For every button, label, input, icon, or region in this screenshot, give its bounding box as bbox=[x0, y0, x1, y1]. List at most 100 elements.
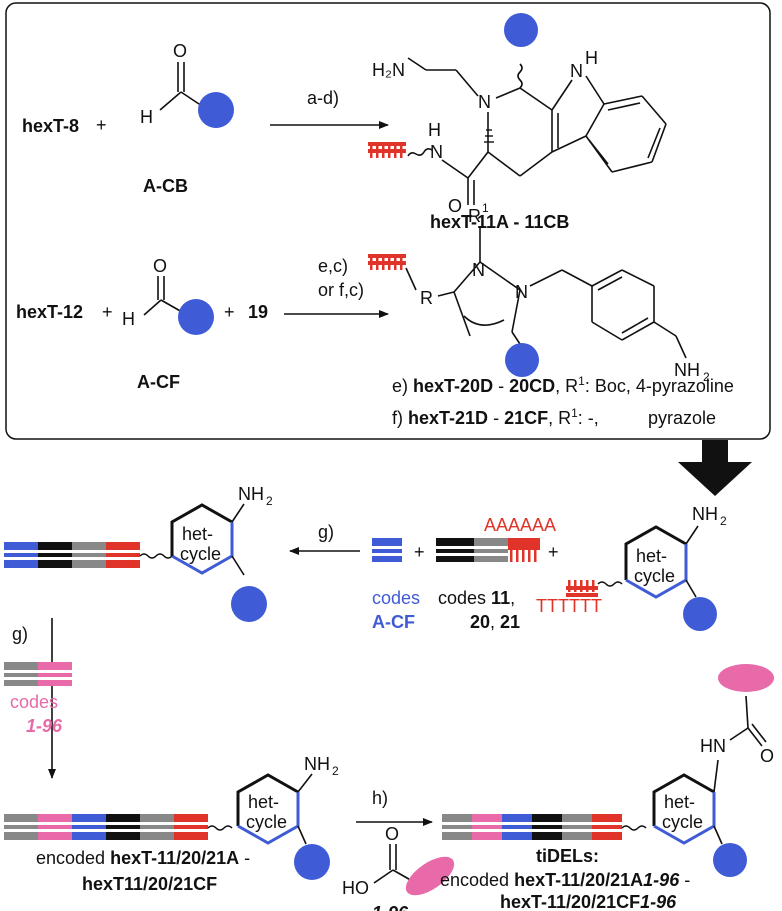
code-black-gray-red bbox=[436, 538, 540, 562]
reagent-19: 19 bbox=[248, 302, 268, 322]
circle-bond-right bbox=[685, 579, 697, 598]
step-h: h) bbox=[372, 788, 388, 808]
conditions-e-c: e,c) bbox=[318, 256, 348, 276]
aldehyde-h-1: H bbox=[140, 107, 153, 127]
acid-pink-ellipse bbox=[405, 856, 455, 896]
building-block-circle-a-cb bbox=[198, 92, 234, 128]
acid-o: O bbox=[385, 824, 399, 844]
conditions-a-d: a-d) bbox=[307, 88, 339, 108]
circle-bond-left bbox=[231, 555, 245, 576]
pyrazole-n2: N bbox=[515, 282, 528, 302]
hetcycle-left bbox=[170, 503, 234, 575]
caption-left-line2: hexT11/20/21CF bbox=[82, 874, 217, 894]
aldehyde-o-2: O bbox=[153, 256, 167, 276]
cycle-left: cycle bbox=[180, 544, 221, 564]
code-gray-pink bbox=[4, 662, 72, 686]
dna-duplex-bottom-left bbox=[4, 814, 208, 840]
aldehyde-h-2: H bbox=[122, 309, 135, 329]
building-block-circle-final bbox=[713, 843, 747, 877]
hexT-12-label: hexT-12 bbox=[16, 302, 83, 322]
stereo-hash-bond bbox=[484, 129, 494, 143]
het-left: het- bbox=[182, 524, 213, 544]
nh2-bond-right bbox=[685, 525, 699, 545]
building-block-circle-bottom-left bbox=[294, 844, 330, 880]
pyrazole-nh2-sub: 2 bbox=[703, 370, 710, 384]
indole-h: H bbox=[585, 48, 598, 68]
pyrazole-r1: R bbox=[468, 206, 481, 226]
note-e: e) hexT-20D - 20CD, R1: Boc, 4-pyrazolin… bbox=[392, 374, 734, 396]
het-right: het- bbox=[636, 546, 667, 566]
indole-n: N bbox=[570, 61, 583, 81]
acid-label: 1-96 bbox=[372, 903, 409, 911]
circle-bond-final bbox=[713, 825, 723, 845]
final-pink-ellipse bbox=[718, 664, 774, 692]
dna-tag-red-1 bbox=[368, 142, 406, 158]
hn-bond-final bbox=[713, 759, 719, 793]
carboxylic-acid-structure bbox=[373, 844, 415, 884]
caption-right-line2: hexT-11/20/21CF1-96 bbox=[500, 892, 677, 911]
plus-mid-2: + bbox=[548, 542, 559, 562]
big-down-arrow bbox=[678, 440, 752, 496]
dna-tag-red-2 bbox=[368, 254, 406, 270]
hexT-8-label: hexT-8 bbox=[22, 116, 79, 136]
o-final: O bbox=[760, 746, 774, 766]
pyrazole-n1: N bbox=[472, 260, 485, 280]
plus-sign: + bbox=[96, 115, 107, 135]
amide-n: N bbox=[430, 142, 443, 162]
pyrazole-nh2: NH bbox=[674, 360, 700, 380]
building-block-circle-left bbox=[231, 586, 267, 622]
dna-duplex-bottom-right bbox=[442, 814, 622, 840]
pyrazole-r1-sup: 1 bbox=[482, 201, 489, 215]
wavy-linker-left bbox=[139, 553, 173, 559]
het-bottom: het- bbox=[248, 792, 279, 812]
aldehyde-o-1: O bbox=[173, 41, 187, 61]
product-11-label: hexT-11A - 11CB bbox=[430, 212, 569, 232]
plus-mid-1: + bbox=[414, 542, 425, 562]
hetcycle-final bbox=[652, 773, 716, 845]
note-f-pyrazole: pyrazole bbox=[648, 408, 716, 428]
dna-duplex-left bbox=[4, 542, 140, 568]
step-g-1: g) bbox=[318, 522, 334, 542]
plus-sign-2b: + bbox=[224, 302, 235, 322]
hn-final: HN bbox=[700, 736, 726, 756]
cycle-final: cycle bbox=[662, 812, 703, 832]
product-ring-n: N bbox=[478, 92, 491, 112]
a-cf-blue-label: A-CF bbox=[372, 612, 415, 632]
code-blue bbox=[372, 538, 402, 562]
hetcycle-right bbox=[624, 525, 688, 599]
product-amine-label: H₂N bbox=[372, 60, 405, 80]
codes-pink-label: codes bbox=[10, 692, 58, 712]
amide-h: H bbox=[428, 120, 441, 140]
codes-black-line1: codes 11, bbox=[438, 588, 515, 608]
hetcycle-bottom-left bbox=[236, 773, 300, 845]
nh2-bond-bottom bbox=[297, 773, 313, 793]
tidels-label: tiDELs: bbox=[536, 846, 599, 866]
nh2-left-sub: 2 bbox=[266, 494, 273, 508]
nh2-left: NH bbox=[238, 484, 264, 504]
conditions-or-f-c: or f,c) bbox=[318, 280, 364, 300]
codes-blue-label: codes bbox=[372, 588, 420, 608]
het-final: het- bbox=[664, 792, 695, 812]
nh2-right: NH bbox=[692, 504, 718, 524]
aaaaaa-label: AAAAAA bbox=[484, 515, 556, 535]
building-block-circle-pyrazole bbox=[505, 343, 539, 377]
building-block-circle-a-cf bbox=[178, 299, 214, 335]
acid-ho: HO bbox=[342, 878, 369, 898]
cycle-bottom: cycle bbox=[246, 812, 287, 832]
nh2-bottom-sub: 2 bbox=[332, 764, 339, 778]
wavy-linker-right bbox=[597, 581, 623, 587]
building-block-circle-right bbox=[683, 597, 717, 631]
caption-right-line1: encoded hexT-11/20/21A1-96 - bbox=[440, 870, 690, 890]
caption-left-line1: encoded hexT-11/20/21A - bbox=[36, 848, 250, 868]
plus-sign-2a: + bbox=[102, 302, 113, 322]
step-g-2: g) bbox=[12, 624, 28, 644]
a-cb-label: A-CB bbox=[143, 176, 188, 196]
codes-black-line2: 20, 21 bbox=[470, 612, 520, 632]
aldehyde-a-cb bbox=[159, 62, 203, 111]
codes-pink-range: 1-96 bbox=[26, 716, 63, 736]
nh2-bottom: NH bbox=[304, 754, 330, 774]
note-f: f) hexT-21D - 21CF, R1: -, bbox=[392, 406, 599, 428]
wavy-linker-bottom-left bbox=[207, 825, 233, 831]
nh2-right-sub: 2 bbox=[720, 514, 727, 528]
aldehyde-a-cf bbox=[143, 276, 183, 316]
